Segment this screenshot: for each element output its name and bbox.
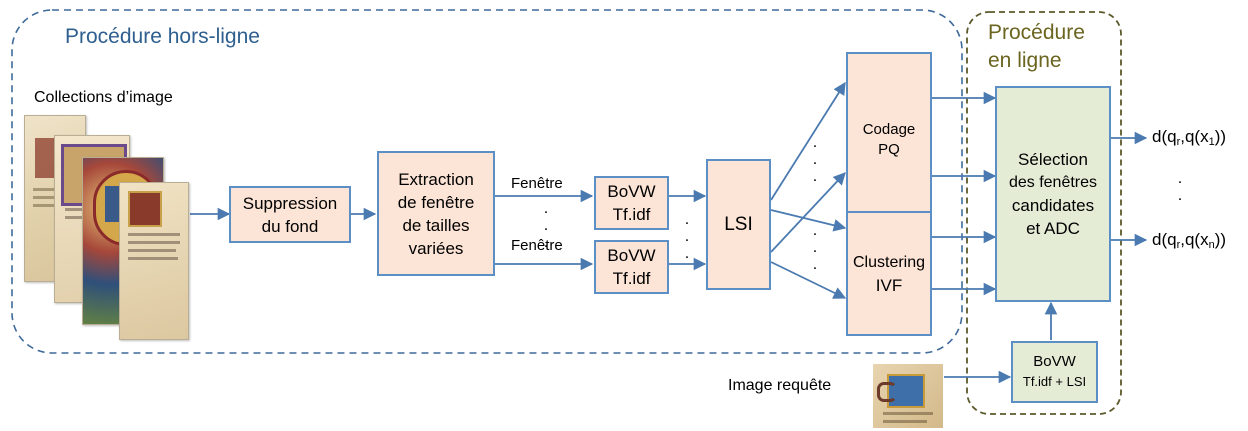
output-last: d(qr,q(xn)) [1152,229,1226,256]
query-bovw-box: BoVW Tf.idf + LSI [1011,341,1098,403]
window-label-bottom: Fenêtre [511,237,563,254]
clustering-line-1: Clustering [852,253,926,271]
selection-line-1: Sélection [1018,150,1088,169]
suppression-line-2: du fond [261,216,319,236]
query-bovw-line-1: BoVW [1033,353,1076,370]
output-first-sub-r: r [1176,136,1181,148]
arrow-lsi-to-codage-lower [770,172,846,253]
query-image [873,364,943,428]
arrow-lsi-to-clustering [770,261,847,299]
output-first-prefix: d(q [1152,127,1177,146]
clustering-line-2: IVF [875,275,903,295]
output-last-sub-r: r [1176,239,1181,251]
bovw-2-line-2: Tf.idf [612,269,651,288]
online-region-title-line2: en ligne [988,49,1062,72]
arrow-lsi-to-clustering-top [770,209,847,232]
codage-box: Codage PQ [846,52,932,227]
manuscript-page-4 [119,182,189,340]
output-last-prefix: d(q [1152,230,1177,249]
output-first-mid: ,q(x [1180,127,1209,146]
online-region [966,11,1122,415]
selection-line-3: candidates [1011,196,1095,215]
ellipsis-lsi-bottom: ... [812,222,818,273]
collections-label: Collections d’image [34,89,173,106]
bovw-box-2: BoVW Tf.idf [594,240,669,294]
clustering-box: Clustering IVF [846,211,932,336]
output-first: d(qr,q(x1)) [1152,126,1226,153]
ellipsis-bovw: ... [684,211,690,262]
arrow-lsi-to-codage [770,81,846,201]
ellipsis-windows: ... [543,200,549,251]
window-label-top: Fenêtre [511,175,563,192]
bovw-1-line-2: Tf.idf [612,205,651,224]
offline-region [11,9,963,354]
output-last-mid: ,q(x [1180,230,1209,249]
online-region-title-line1: Procédure [988,21,1085,44]
selection-line-2: des fenêtres [1008,174,1098,191]
extraction-line-4: variées [408,238,464,258]
codage-line-2: PQ [878,140,900,158]
query-image-label: Image requête [728,377,832,394]
output-last-sub-index: n [1208,239,1215,251]
extraction-box: Extraction de fenêtre de tailles variées [377,151,495,276]
output-first-sub-index: 1 [1208,136,1215,148]
lsi-label: LSI [724,214,753,235]
output-first-suffix: )) [1214,127,1227,146]
lsi-box: LSI [706,159,771,290]
selection-box: Sélection des fenêtres candidates et ADC [995,86,1111,302]
extraction-line-3: de tailles [402,215,470,235]
suppression-line-1: Suppression [242,193,338,213]
extraction-line-1: Extraction [398,169,474,189]
ellipsis-lsi-top: ... [812,134,818,185]
ellipsis-outputs: .. [1177,170,1183,204]
extraction-line-2: de fenêtre [397,192,475,212]
bovw-2-line-1: BoVW [607,246,656,265]
bovw-box-1: BoVW Tf.idf [594,176,669,230]
codage-line-1: Codage [862,120,916,138]
offline-region-title: Procédure hors-ligne [65,25,260,48]
query-bovw-line-2: Tf.idf + LSI [1022,374,1087,389]
bovw-1-line-1: BoVW [607,182,656,201]
output-last-suffix: )) [1214,230,1227,249]
suppression-box: Suppression du fond [229,186,351,243]
selection-line-4: et ADC [1026,219,1080,238]
